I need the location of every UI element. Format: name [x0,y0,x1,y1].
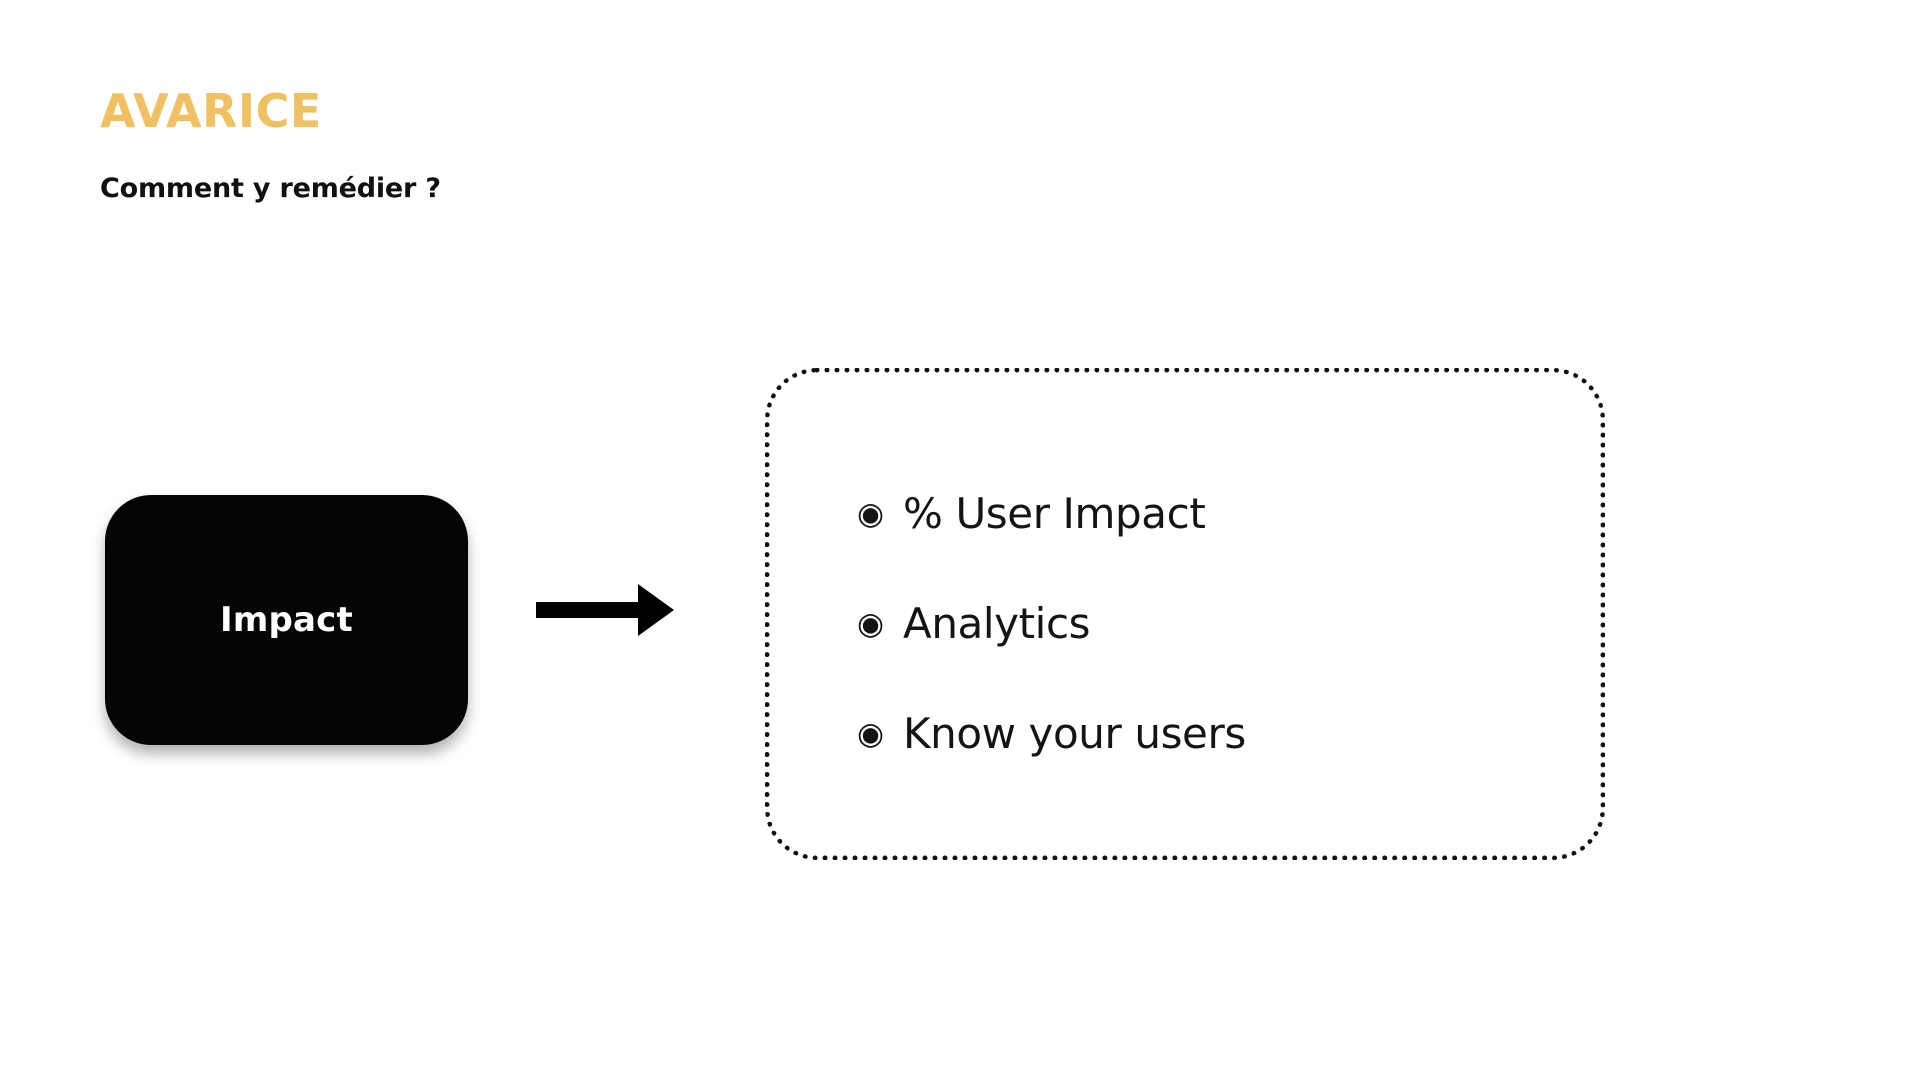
impact-node-label: Impact [220,600,353,640]
remedy-label: Know your users [903,709,1246,758]
arrow-right-icon [530,578,680,642]
arrow-right-glyph [536,584,674,636]
remedy-label: % User Impact [903,489,1206,538]
list-item: ◉ Know your users [857,679,1600,789]
impact-node: Impact [105,495,468,745]
page-subtitle: Comment y remédier ? [100,173,441,204]
remedies-panel: ◉ % User Impact ◉ Analytics ◉ Know your … [765,368,1605,860]
fisheye-bullet-icon: ◉ [857,715,885,752]
list-item: ◉ % User Impact [857,459,1600,569]
remedy-label: Analytics [903,599,1091,648]
fisheye-bullet-icon: ◉ [857,495,885,532]
list-item: ◉ Analytics [857,569,1600,679]
page-title: AVARICE [100,84,322,138]
heading-block: AVARICE Comment y remédier ? [100,88,441,202]
fisheye-bullet-icon: ◉ [857,605,885,642]
